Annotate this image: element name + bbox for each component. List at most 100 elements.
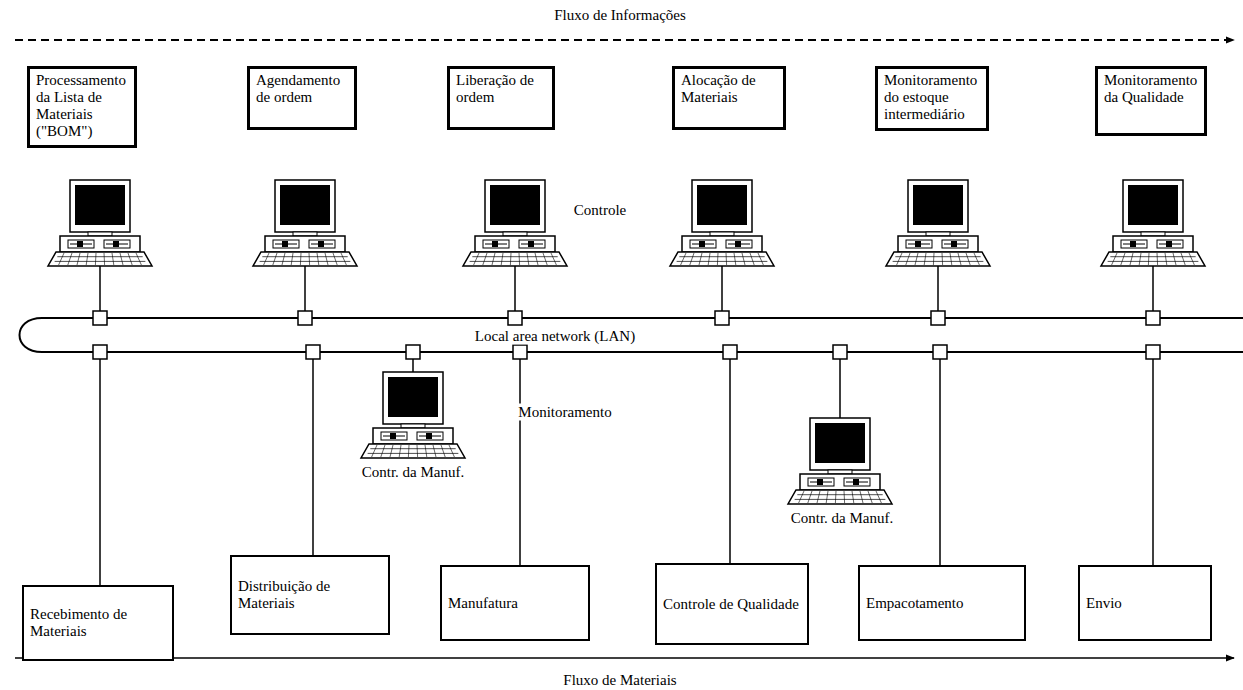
box-text: Processamento da Lista de Materiais ("BO… xyxy=(36,72,128,140)
box-text: Agendamento de ordem xyxy=(256,72,348,106)
box-text: Liberação de ordem xyxy=(456,72,546,106)
control-function-box: Monitoramento do estoque intermediário xyxy=(875,66,989,131)
key-col xyxy=(897,253,902,265)
key-row xyxy=(472,256,557,257)
key-col xyxy=(817,491,820,503)
keyboard xyxy=(670,252,774,266)
key-col xyxy=(826,491,828,503)
key-col xyxy=(681,253,686,265)
control-function-box: Alocação de Materiais xyxy=(672,66,786,130)
cpu-case xyxy=(898,236,978,252)
drop-wire xyxy=(514,266,516,311)
key-col xyxy=(510,253,512,265)
computer-icon xyxy=(48,180,152,266)
diagram-label: Controle xyxy=(572,202,629,219)
lan-bus xyxy=(20,318,1243,352)
control-function-box: Processamento da Lista de Materiais ("BO… xyxy=(27,66,137,148)
drop-wire xyxy=(729,359,731,563)
key-col xyxy=(924,253,926,265)
material-flow-arrow xyxy=(15,657,1234,659)
box-text: Envio xyxy=(1086,595,1204,612)
diagram-label: Contr. da Manuf. xyxy=(789,510,896,527)
lan-tap xyxy=(513,345,527,359)
key-col xyxy=(933,253,935,265)
key-col xyxy=(543,253,547,265)
monitor-frame xyxy=(275,180,335,232)
drive-slot xyxy=(942,240,968,248)
computer-icon xyxy=(1101,180,1205,266)
monitor-screen xyxy=(913,185,963,225)
key-col xyxy=(77,253,80,265)
key-col xyxy=(1130,253,1133,265)
key-col xyxy=(974,253,979,265)
key-row xyxy=(368,453,459,454)
drive-knob xyxy=(1166,241,1172,247)
monitor-screen xyxy=(1128,185,1178,225)
key-col xyxy=(758,253,763,265)
drive-slot xyxy=(726,240,752,248)
box-text: Recebimento de Materiais xyxy=(30,606,166,640)
drive-knob xyxy=(492,241,498,247)
key-col xyxy=(425,445,427,457)
drive-slot xyxy=(273,240,299,248)
key-col xyxy=(128,253,132,265)
drive-knob xyxy=(951,241,957,247)
process-box: Controle de Qualidade xyxy=(655,563,809,645)
drive-knob xyxy=(915,241,921,247)
box-text: Monitoramento do estoque intermediário xyxy=(884,72,980,123)
box-text: Monitoramento da Qualidade xyxy=(1104,72,1198,106)
cpu-case xyxy=(265,236,345,252)
key-col xyxy=(726,253,728,265)
drive-knob xyxy=(318,241,324,247)
drive-knob xyxy=(528,241,534,247)
key-col xyxy=(317,253,319,265)
computer-icon xyxy=(788,418,892,504)
lan-tap xyxy=(93,345,107,359)
key-col xyxy=(519,253,521,265)
drive-slot xyxy=(1157,240,1183,248)
key-col xyxy=(906,253,910,265)
drive-knob xyxy=(853,479,859,485)
key-row xyxy=(1110,256,1195,257)
keyboard xyxy=(463,252,567,266)
control-function-box: Liberação de ordem xyxy=(447,66,555,130)
lan-tap xyxy=(723,345,737,359)
drive-slot xyxy=(690,240,716,248)
key-row xyxy=(57,256,142,257)
key-col xyxy=(868,491,872,503)
key-col xyxy=(844,491,846,503)
drive-knob xyxy=(390,433,396,439)
key-col xyxy=(483,253,487,265)
drive-slot xyxy=(1121,240,1147,248)
keyboard xyxy=(253,252,357,266)
computer-icon xyxy=(253,180,357,266)
process-box: Manufatura xyxy=(440,565,590,641)
lan-tap xyxy=(931,311,945,325)
drop-wire xyxy=(312,359,314,555)
monitor-frame xyxy=(383,372,443,424)
cpu-case xyxy=(475,236,555,252)
cpu-case xyxy=(60,236,140,252)
key-row xyxy=(55,261,146,262)
monitor-frame xyxy=(485,180,545,232)
monitor-frame xyxy=(1123,180,1183,232)
box-text: Empacotamento xyxy=(866,595,1018,612)
keyboard xyxy=(48,252,152,266)
lan-tap xyxy=(715,311,729,325)
key-row xyxy=(370,448,455,449)
cpu-case xyxy=(373,428,453,444)
computer-icon xyxy=(463,180,567,266)
drive-knob xyxy=(1130,241,1136,247)
key-col xyxy=(799,491,804,503)
monitor-screen xyxy=(388,377,438,417)
cpu-case xyxy=(800,474,880,490)
key-row xyxy=(893,261,984,262)
monitor-screen xyxy=(697,185,747,225)
key-col xyxy=(1189,253,1194,265)
key-col xyxy=(341,253,346,265)
key-col xyxy=(136,253,141,265)
key-col xyxy=(699,253,702,265)
lan-tap xyxy=(508,311,522,325)
key-row xyxy=(795,499,886,500)
key-col xyxy=(390,445,393,457)
